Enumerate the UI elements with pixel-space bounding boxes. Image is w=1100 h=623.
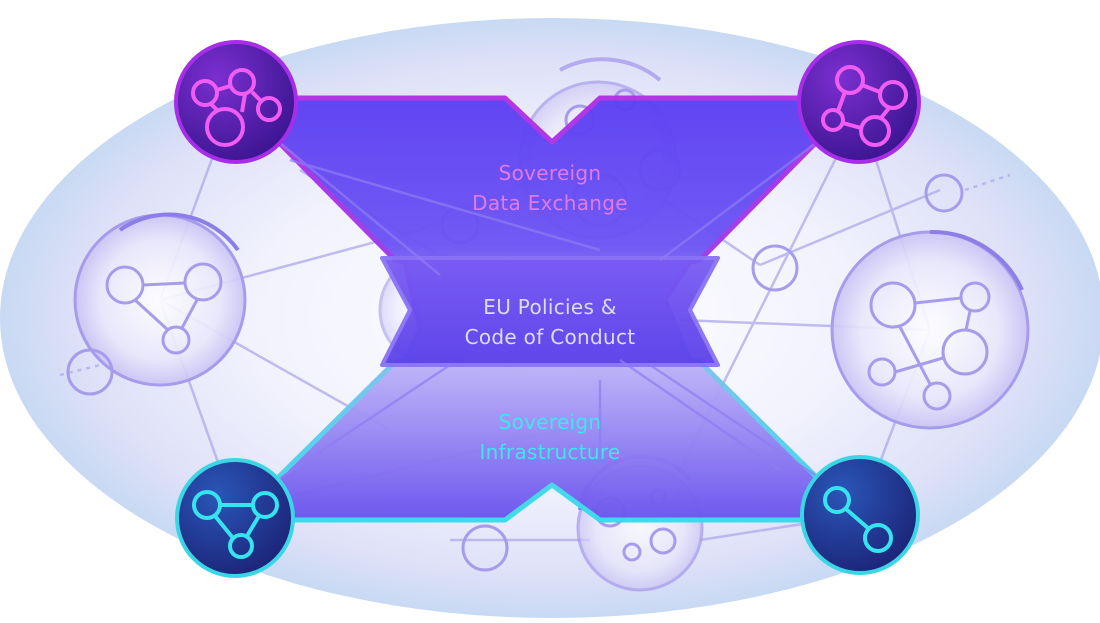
label-bottom-line1: Sovereign — [498, 410, 602, 434]
network-node-icon — [823, 486, 893, 553]
corner-node-bottom-left — [175, 458, 295, 578]
network-node-icon — [192, 490, 279, 559]
label-top-line1: Sovereign — [498, 161, 602, 185]
corner-node-bottom-right — [800, 455, 920, 575]
label-mid-line2: Code of Conduct — [464, 325, 636, 349]
corner-node-top-left — [174, 40, 298, 164]
label-sovereign-infrastructure: Sovereign Infrastructure — [400, 407, 700, 467]
network-node-icon — [191, 68, 282, 147]
label-bottom-line2: Infrastructure — [479, 440, 621, 464]
label-sovereign-data-exchange: Sovereign Data Exchange — [400, 158, 700, 218]
corner-node-top-right — [797, 40, 921, 164]
label-top-line2: Data Exchange — [472, 191, 628, 215]
label-eu-policies: EU Policies & Code of Conduct — [390, 292, 710, 352]
middle-banner — [380, 256, 720, 367]
network-node-icon — [821, 65, 908, 147]
label-mid-line1: EU Policies & — [483, 295, 617, 319]
